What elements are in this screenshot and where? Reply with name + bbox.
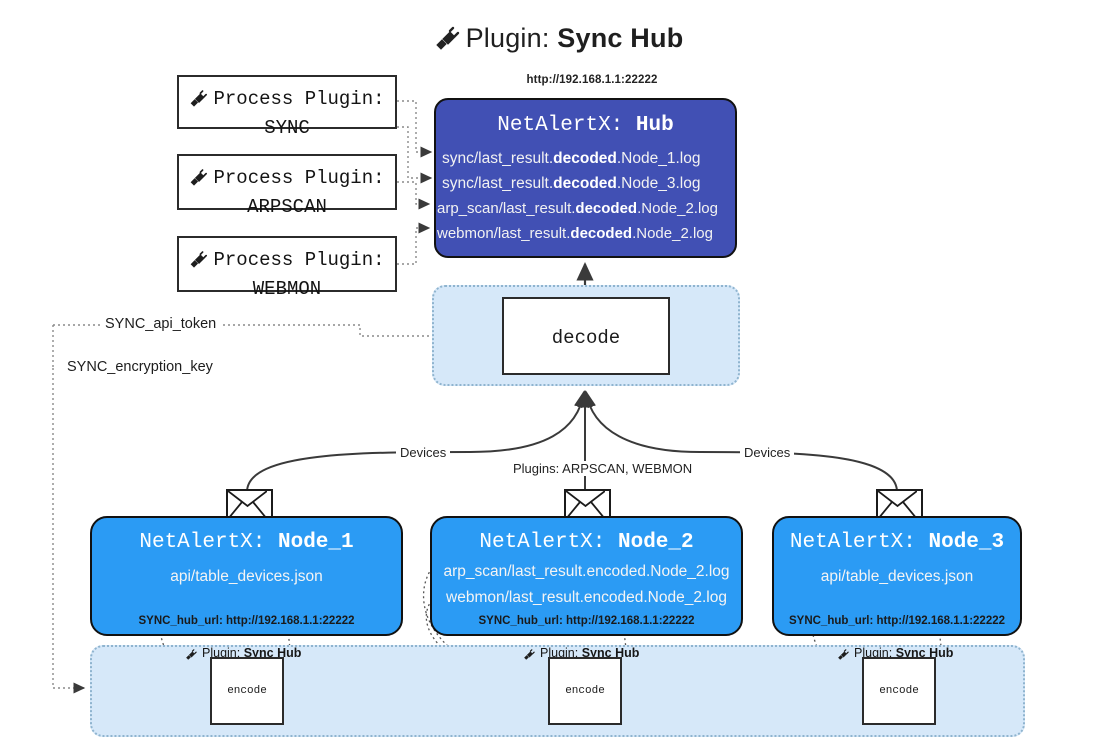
plug-icon [189, 88, 209, 115]
encode-box[interactable]: encode [862, 657, 936, 725]
node-footer: SYNC_hub_url: http://192.168.1.1:22222 [138, 615, 355, 627]
page-title-name: Sync Hub [557, 23, 684, 53]
process-plugin-sync-box[interactable]: Process Plugin: SYNC [177, 75, 397, 139]
edge-label-center-plugins: Plugins: ARPSCAN, WEBMON [509, 461, 697, 476]
hub-title-name: Hub [635, 114, 674, 137]
plug-icon [189, 249, 209, 276]
node-footer: SYNC_hub_url: http://192.168.1.1:22222 [788, 615, 1006, 627]
node-resource-line: arp_scan/last_result.encoded.Node_2.log [443, 563, 730, 580]
node-resource-line: api/table_devices.json [820, 568, 974, 585]
hub-title-prefix: NetAlertX: [497, 114, 624, 137]
encode-label: encode [227, 685, 267, 697]
process-plugin-name: SYNC [264, 117, 310, 139]
edge-label-left-devices: Devices [396, 445, 451, 460]
process-plugin-label: Process Plugin: [213, 249, 385, 271]
hub-log-item: sync/last_result.decoded.Node_3.log [442, 175, 701, 192]
page-title-prefix: Plugin: [465, 23, 550, 53]
hub-log-item: sync/last_result.decoded.Node_1.log [442, 150, 701, 167]
process-plugin-name: WEBMON [252, 278, 322, 300]
sync-encryption-key-label: SYNC_encryption_key [62, 359, 218, 375]
process-plugin-webmon-box[interactable]: Process Plugin: WEBMON [177, 236, 397, 300]
node-title: NetAlertX: Node_1 [139, 531, 354, 554]
hub-log-item: webmon/last_result.decoded.Node_2.log [437, 225, 713, 242]
node-footer: SYNC_hub_url: http://192.168.1.1:22222 [478, 615, 695, 627]
hub-url-label: http://192.168.1.1:22222 [526, 74, 658, 86]
node-box-node-1[interactable]: NetAlertX: Node_1 api/table_devices.json… [90, 516, 403, 636]
edge-label-right-devices: Devices [740, 445, 795, 460]
node-resource-line: webmon/last_result.encoded.Node_2.log [446, 589, 727, 606]
plug-icon [185, 648, 198, 663]
hub-title: NetAlertX: Hub [436, 114, 735, 137]
plug-icon [434, 21, 462, 61]
node-title: NetAlertX: Node_2 [479, 531, 694, 554]
process-plugin-name: ARPSCAN [247, 196, 327, 218]
sync-api-token-label: SYNC_api_token [100, 316, 222, 332]
node-box-node-3[interactable]: NetAlertX: Node_3 api/table_devices.json… [772, 516, 1022, 636]
node-title: NetAlertX: Node_3 [789, 531, 1005, 554]
plug-icon [189, 167, 209, 194]
page-title: Plugin: Sync Hub [0, 18, 1117, 61]
encode-label: encode [565, 685, 605, 697]
plug-icon [837, 648, 850, 663]
encode-label: encode [879, 685, 919, 697]
encode-box[interactable]: encode [210, 657, 284, 725]
encoder-caption: Plugin: Sync Hub [523, 646, 639, 663]
encode-box[interactable]: encode [548, 657, 622, 725]
hub-log-item: arp_scan/last_result.decoded.Node_2.log [437, 200, 718, 217]
node-box-node-2[interactable]: NetAlertX: Node_2 arp_scan/last_result.e… [430, 516, 743, 636]
encoder-caption: Plugin: Sync Hub [185, 646, 301, 663]
process-plugin-label: Process Plugin: [213, 167, 385, 189]
process-plugin-label: Process Plugin: [213, 88, 385, 110]
decode-box[interactable]: decode [502, 297, 670, 375]
hub-box[interactable]: NetAlertX: Hub sync/last_result.decoded.… [434, 98, 737, 258]
node-resource-line: api/table_devices.json [170, 568, 323, 585]
encoder-caption: Plugin: Sync Hub [837, 646, 953, 663]
decode-label: decode [551, 327, 621, 349]
hub-log-list: sync/last_result.decoded.Node_1.log sync… [436, 146, 735, 246]
plug-icon [523, 648, 536, 663]
process-plugin-arpscan-box[interactable]: Process Plugin: ARPSCAN [177, 154, 397, 218]
